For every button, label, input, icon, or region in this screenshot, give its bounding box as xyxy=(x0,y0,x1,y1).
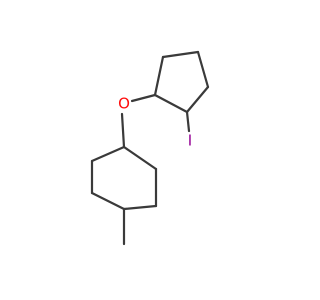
bond-cp2-cp3 xyxy=(161,50,200,59)
molecule-diagram: O I xyxy=(90,50,210,246)
bond-cp3-cp4 xyxy=(196,50,210,89)
bond-ch6-ch1 xyxy=(90,145,126,163)
bond-cp4-cp5 xyxy=(185,85,210,114)
bond-ch3-ch4 xyxy=(122,204,158,211)
iodine-atom-label: I xyxy=(188,132,192,150)
bond-cp5-cp1 xyxy=(153,93,189,114)
structure-canvas: O I xyxy=(90,50,210,246)
oxygen-atom-label: O xyxy=(118,95,130,113)
bond-carbon-iodine xyxy=(185,110,191,133)
bond-oxygen-cyclohexyl xyxy=(120,112,126,149)
bond-cp1-cp2 xyxy=(153,55,165,97)
cyclopentane-ring xyxy=(153,50,210,114)
bond-ch1-ch2 xyxy=(122,145,158,171)
bond-cyclopentyl-oxygen xyxy=(130,93,157,103)
cyclohexane-ring xyxy=(90,145,158,211)
bond-ch4-ch5 xyxy=(90,191,126,211)
